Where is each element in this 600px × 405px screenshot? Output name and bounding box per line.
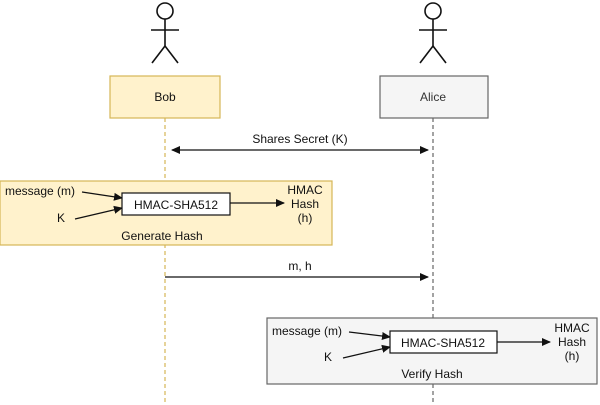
generate-output-line3: (h) xyxy=(298,211,313,225)
verify-output-line2: Hash xyxy=(558,335,586,349)
generate-message-arrow xyxy=(81,191,123,201)
bob-label: Bob xyxy=(154,90,176,104)
verify-message-arrow xyxy=(348,331,391,341)
verify-key-arrow xyxy=(342,344,391,359)
verify-output-line3: (h) xyxy=(565,349,580,363)
generate-hash-title: Generate Hash xyxy=(121,229,202,243)
generate-output-line1: HMAC xyxy=(287,183,323,197)
generate-message-input: message (m) xyxy=(5,184,75,198)
bob-box[interactable] xyxy=(109,75,221,119)
alice-label: Alice xyxy=(420,90,446,104)
generate-key-arrow xyxy=(74,205,123,220)
generate-output-line2: Hash xyxy=(291,197,319,211)
verify-output-line1: HMAC xyxy=(554,321,590,335)
verify-hash-title: Verify Hash xyxy=(401,367,462,381)
verify-message-input: message (m) xyxy=(272,324,342,338)
verify-key-input: K xyxy=(324,350,332,364)
alice-box[interactable] xyxy=(379,75,489,119)
generate-hmac-label: HMAC-SHA512 xyxy=(134,198,218,212)
bob-actor-icon xyxy=(151,2,179,64)
shared-secret-label: Shares Secret (K) xyxy=(252,132,347,146)
verify-hmac-label: HMAC-SHA512 xyxy=(401,336,485,350)
send-message-label: m, h xyxy=(288,259,311,273)
generate-hmac-box[interactable] xyxy=(121,192,231,216)
generate-key-input: K xyxy=(57,211,65,225)
alice-actor-icon xyxy=(419,2,447,64)
